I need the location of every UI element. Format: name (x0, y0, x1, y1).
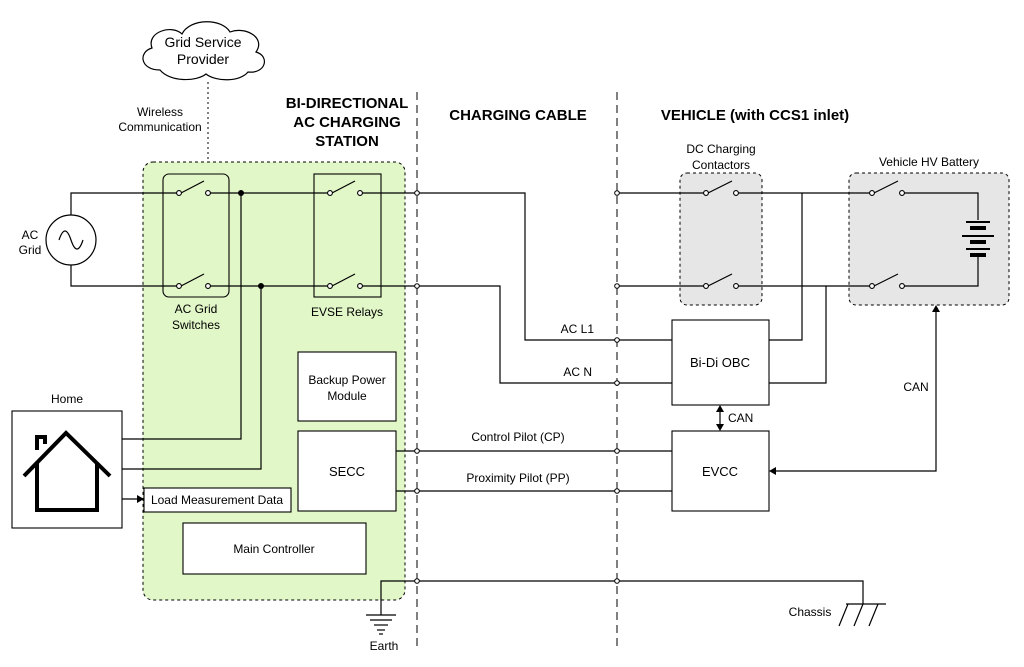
backup-label-line2: Module (327, 389, 367, 403)
secc-box (297, 430, 397, 512)
can-battery-arrow-left (769, 467, 776, 475)
l1-wire-cable (362, 192, 617, 341)
obc-dc-neg (769, 286, 827, 384)
control-pilot-label: Control Pilot (CP) (471, 430, 564, 444)
earth-wire (380, 580, 864, 615)
evcc-label: EVCC (702, 464, 738, 479)
main-controller-label: Main Controller (233, 542, 314, 556)
battery-neg-wire (904, 256, 979, 287)
can-battery-line (776, 311, 937, 472)
cloud-icon (142, 21, 265, 81)
load-measurement-arrowhead (137, 495, 144, 503)
can-battery-arrow-up (932, 305, 940, 312)
dc-charging-contactors-area (679, 172, 763, 306)
evse-relays-box (313, 173, 382, 298)
ac-l1-label: AC L1 (561, 322, 595, 336)
ac-grid-switches-label-line1: AC Grid (175, 302, 218, 316)
wireless-label-line1: Wireless (137, 105, 183, 119)
evcc-box (671, 430, 770, 512)
home-l1-wire (122, 193, 242, 440)
chassis-ground-icon (838, 603, 886, 627)
bidi-obc-label: Bi-Di OBC (690, 355, 750, 370)
ac-grid-switches-box (162, 173, 230, 298)
cable-header: CHARGING CABLE (449, 107, 587, 124)
grid-service-label-line1: Grid Service (164, 34, 241, 50)
can-obc-evcc-arrow-down (716, 424, 724, 431)
chassis-label: Chassis (789, 605, 832, 619)
backup-label-line1: Backup Power (308, 373, 385, 387)
home-n-wire (122, 286, 262, 470)
load-measurement-label: Load Measurement Data (151, 493, 283, 507)
ac-grid-label-line1: AC (22, 228, 39, 242)
battery-pos-wire (904, 192, 979, 220)
connector-points (414, 190, 620, 584)
dc-contactors-label-line1: DC Charging (686, 142, 755, 156)
wireless-label-line2: Communication (118, 120, 201, 134)
hv-battery-label: Vehicle HV Battery (879, 155, 979, 169)
n-wire-cable (362, 285, 617, 384)
evse-relays-label: EVSE Relays (311, 305, 383, 319)
can-obc-evcc-label: CAN (728, 411, 753, 425)
n-wire-grid (70, 265, 178, 287)
station-header-line1: BI-DIRECTIONAL (286, 95, 409, 112)
house-icon (22, 430, 112, 512)
bidi-obc-box (671, 319, 770, 406)
grid-service-label-line2: Provider (177, 51, 229, 67)
secc-label: SECC (329, 464, 365, 479)
obc-dc-pos (769, 193, 803, 341)
dc-contactors-label-line2: Contactors (692, 158, 750, 172)
can-battery-label: CAN (903, 380, 928, 394)
vehicle-header: VEHICLE (with CCS1 inlet) (661, 107, 849, 124)
station-header-line2: AC CHARGING (293, 114, 401, 131)
earth-ground-icon (366, 614, 396, 635)
hv-battery-area (848, 172, 1010, 306)
ac-source-icon (45, 214, 97, 266)
backup-power-module-box (297, 351, 397, 422)
main-controller-box (182, 522, 367, 575)
station-header-line3: STATION (315, 133, 379, 150)
proximity-pilot-label: Proximity Pilot (PP) (466, 471, 569, 485)
earth-label: Earth (370, 639, 399, 653)
can-obc-evcc-arrow-up (716, 405, 724, 412)
battery-icon (962, 221, 994, 257)
ac-grid-label-line2: Grid (19, 243, 42, 257)
home-label: Home (51, 392, 83, 406)
ac-n-label: AC N (563, 365, 592, 379)
load-measurement-box (143, 487, 292, 513)
ac-grid-switches-label-line2: Switches (172, 318, 220, 332)
switch-icon (176, 180, 905, 289)
l1-wire-grid (70, 192, 178, 215)
